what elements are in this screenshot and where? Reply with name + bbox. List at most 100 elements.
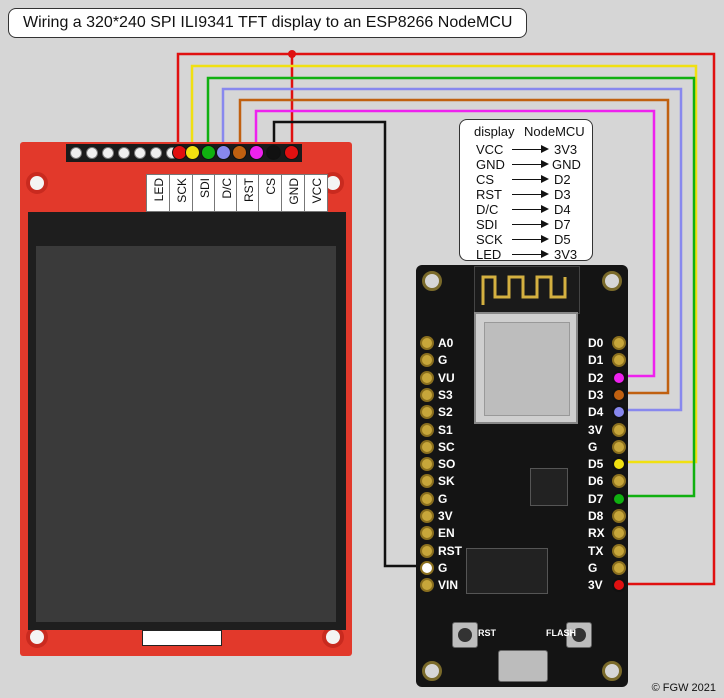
nodemcu-left-pin [420,405,434,420]
legend-display-pin: VCC [476,142,504,157]
wire-dc-d4 [221,87,683,412]
legend-header-nodemcu: NodeMCU [524,124,585,139]
nodemcu-left-pin [420,543,434,558]
nodemcu-right-pin [612,474,626,489]
credit: © FGW 2021 [651,682,716,694]
nodemcu-right-pin [612,543,626,558]
legend-nodemcu-pin: D4 [554,202,571,217]
nodemcu-right-pin-label: TX [588,543,604,558]
tft-pad [86,147,98,159]
legend-nodemcu-pin: D5 [554,232,571,247]
nodemcu-right-pin [612,457,626,472]
nodemcu-right-pin-label: D2 [588,370,604,385]
tft-label-rst: RST [236,174,260,214]
mounting-hole [422,661,442,681]
tft-pad [118,147,130,159]
arrow-icon [512,160,549,168]
legend-row: D/C D4 [460,202,592,218]
tft-pin-header [66,144,302,162]
rst-button [452,622,478,648]
legend-row: RST D3 [460,187,592,203]
nodemcu-left-pin [420,509,434,523]
tft-label-sdi: SDI [192,174,216,214]
legend-row: SCK D5 [460,232,592,248]
tft-pin-rst [232,145,247,160]
nodemcu-left-pin [420,491,434,506]
legend-display-pin: D/C [476,202,499,217]
nodemcu-right-pin-label: 3V [588,422,603,437]
nodemcu-right-pin-label: D6 [588,474,604,489]
nodemcu-right-pin-label: 3V [588,578,603,593]
tft-pin-sck [185,145,200,160]
nodemcu-right-pin [612,491,626,506]
nodemcu-right-pin [612,578,626,593]
legend-nodemcu-pin: 3V3 [554,142,578,157]
mounting-hole [26,172,48,194]
nodemcu-left-pin [420,370,434,385]
nodemcu-left-pin [420,560,434,575]
wifi-antenna [474,266,580,314]
wire-cs-d2 [254,109,656,378]
nodemcu-right-pin [612,405,626,420]
arrow-icon [512,205,549,213]
tft-label-cs: CS [258,174,282,214]
legend-row: CS D2 [460,172,592,188]
nodemcu-right-pin [612,387,626,402]
rst-button-label: RST [478,628,496,638]
nodemcu-left-pin-label: EN [438,526,455,541]
legend-nodemcu-pin: D3 [554,187,571,202]
nodemcu-left-pin-label: S1 [438,422,453,437]
nodemcu-right-pin-label: D0 [588,336,604,350]
nodemcu-left-pin-label: SO [438,457,456,472]
nodemcu-right-pin-label: D3 [588,387,604,402]
legend-nodemcu-pin: D2 [554,172,571,187]
tft-label-gnd: GND [281,174,305,214]
usb-serial-chip [466,548,548,594]
tft-pin-cs [249,145,264,160]
wire-sdi-d7 [206,76,696,498]
tft-pin-sdi [201,145,216,160]
nodemcu-right-pin [612,439,626,454]
nodemcu-left-pin [420,336,434,350]
nodemcu-right-pin-label: D5 [588,457,604,472]
rf-shield [484,322,570,416]
legend-display-pin: RST [476,187,502,202]
tft-label-dc: D/C [214,174,238,214]
nodemcu-left-pin-label: S2 [438,405,453,420]
antenna-trace-icon [481,275,567,305]
nodemcu-right-pin-label: D7 [588,491,604,506]
legend-display-pin: GND [476,157,505,172]
tft-pin-vcc [284,145,299,160]
tft-pin-dc [216,145,231,160]
wire-sck-d5 [190,64,698,464]
mounting-hole [602,661,622,681]
nodemcu-left-pin-label: SK [438,474,455,489]
legend-display-pin: SCK [476,232,503,247]
tft-label-vcc: VCC [304,174,328,214]
wire-gnd-g [272,120,420,568]
nodemcu-left-pin [420,457,434,472]
nodemcu-right-pin [612,353,626,368]
nodemcu-left-pin-label: G [438,560,448,575]
arrow-icon [512,250,549,258]
arrow-icon [512,235,549,243]
nodemcu-right-pin [612,422,626,437]
tft-pad [70,147,82,159]
esp8266-module [474,312,578,424]
mounting-hole [602,271,622,291]
nodemcu-left-pin-label: RST [438,543,462,558]
tft-display-module [20,142,352,656]
nodemcu-left-pin [420,387,434,402]
tft-label-sck: SCK [169,174,193,214]
legend-display-pin: CS [476,172,495,187]
nodemcu-right-pin-label: D1 [588,353,604,368]
tft-pad [102,147,114,159]
micro-usb-port [498,650,548,682]
nodemcu-left-pin-label: G [438,353,448,368]
tft-pad [134,147,146,159]
legend-display-pin: LED [476,247,502,262]
